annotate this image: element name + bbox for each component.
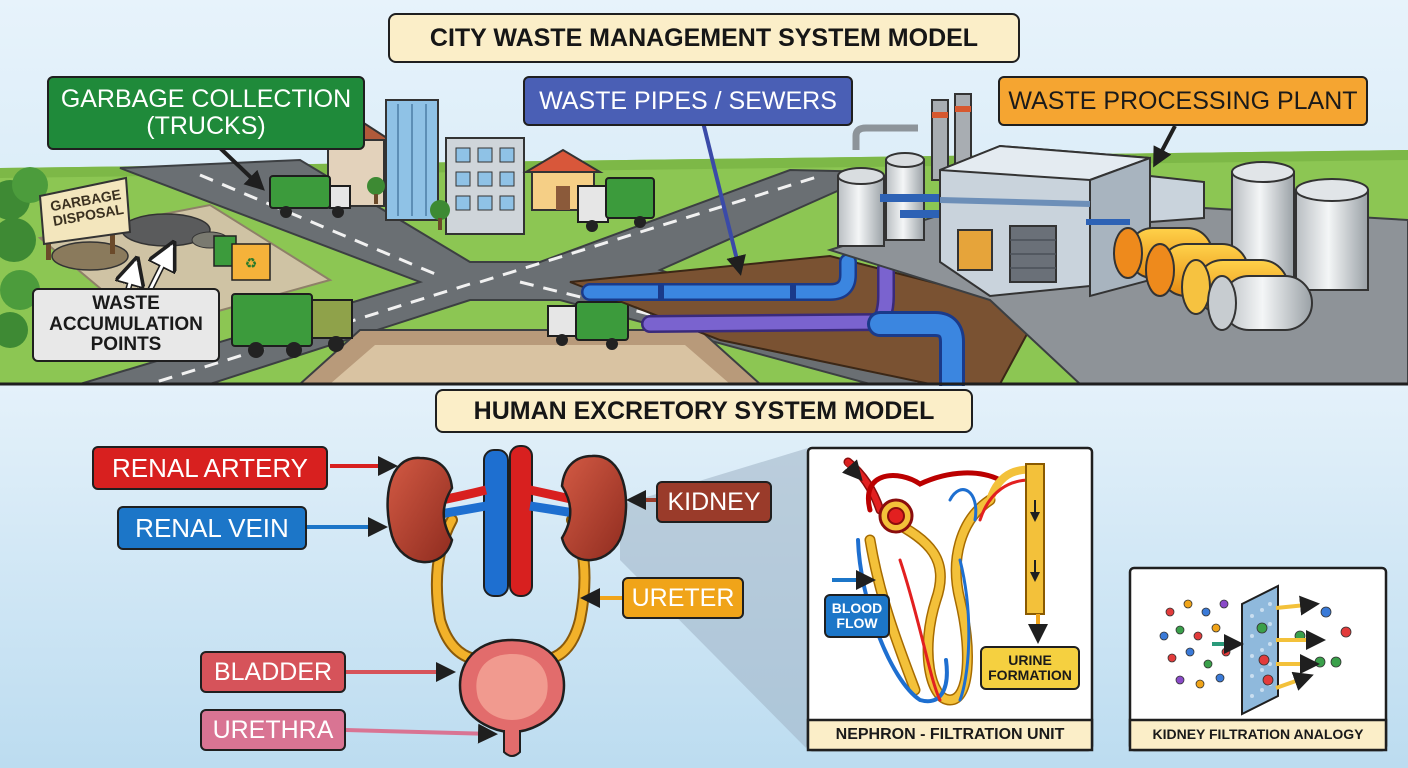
kidney-label: KIDNEY xyxy=(656,481,772,523)
garbage-collection-label: GARBAGE COLLECTION (TRUCKS) xyxy=(47,76,365,150)
filter-membrane xyxy=(1241,584,1279,716)
left-trees xyxy=(0,167,48,348)
arrow-to-pile-2 xyxy=(148,245,174,291)
ureter-label: URETER xyxy=(622,577,744,619)
recycle-bins: ♻ xyxy=(213,235,271,281)
garbage-disposal-sign xyxy=(38,176,132,260)
garbage-piles xyxy=(51,213,229,271)
processing-building xyxy=(939,144,1205,298)
renal-artery-label: RENAL ARTERY xyxy=(92,446,328,490)
particles xyxy=(1159,599,1352,689)
bladder-label: BLADDER xyxy=(200,651,346,693)
analogy-caption: KIDNEY FILTRATION ANALOGY xyxy=(1152,726,1364,743)
svg-text:♻: ♻ xyxy=(245,255,258,271)
city-title: CITY WASTE MANAGEMENT SYSTEM MODEL xyxy=(388,13,1020,63)
left-kidney xyxy=(386,456,454,564)
fuel-cylinders xyxy=(1113,227,1313,331)
arrow-to-trucks xyxy=(218,146,265,191)
right-kidney xyxy=(560,454,628,562)
garbage-truck-4 xyxy=(547,301,629,350)
renal-vein-label: RENAL VEIN xyxy=(117,506,307,550)
digester-tanks xyxy=(837,124,946,247)
nephron-caption: NEPHRON - FILTRATION UNIT xyxy=(835,726,1065,744)
filtration-arrows xyxy=(1212,595,1326,691)
human-title: HUMAN EXCRETORY SYSTEM MODEL xyxy=(435,389,973,433)
sewers-label: WASTE PIPES / SEWERS xyxy=(523,76,853,126)
nephron-caption-box xyxy=(806,718,1094,752)
bladder xyxy=(458,638,566,757)
blood-flow-label: BLOOD FLOW xyxy=(824,594,890,638)
garbage-truck-2 xyxy=(577,177,655,232)
arrow-to-pile-1 xyxy=(126,261,138,291)
urethra-label: URETHRA xyxy=(200,709,346,751)
garbage-truck-1 xyxy=(269,175,351,218)
garbage-truck-3 xyxy=(231,293,353,358)
storage-tanks xyxy=(1231,161,1369,291)
arrow-to-plant xyxy=(1153,125,1177,168)
arrow-to-pipes xyxy=(698,109,746,276)
urine-formation-label: URINE FORMATION xyxy=(980,646,1080,690)
waste-accumulation-label: WASTE ACCUMULATION POINTS xyxy=(32,288,220,362)
arrow-urethra xyxy=(345,723,498,744)
sewer-pipes xyxy=(581,253,965,397)
analogy-caption-box xyxy=(1128,718,1388,752)
plant-label: WASTE PROCESSING PLANT xyxy=(998,76,1368,126)
collecting-duct xyxy=(1025,463,1045,615)
